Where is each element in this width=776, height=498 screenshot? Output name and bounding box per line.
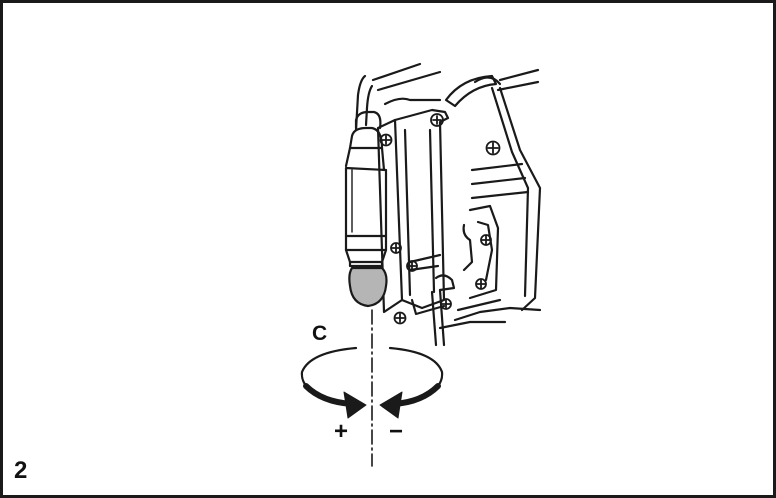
screws bbox=[379, 113, 501, 325]
lamp-assembly bbox=[344, 110, 388, 268]
direction-minus-label: − bbox=[389, 418, 404, 445]
figure-number: 2 bbox=[14, 457, 28, 484]
lamp-bulb bbox=[348, 266, 388, 308]
machine-side-body bbox=[438, 86, 542, 330]
direction-plus-label: + bbox=[334, 418, 349, 445]
arrow-plus-icon bbox=[343, 391, 367, 419]
arrow-minus-icon bbox=[379, 391, 403, 419]
machine-head bbox=[354, 62, 540, 132]
needle-bar-plates bbox=[376, 108, 456, 347]
rotation-label: C bbox=[312, 322, 328, 345]
